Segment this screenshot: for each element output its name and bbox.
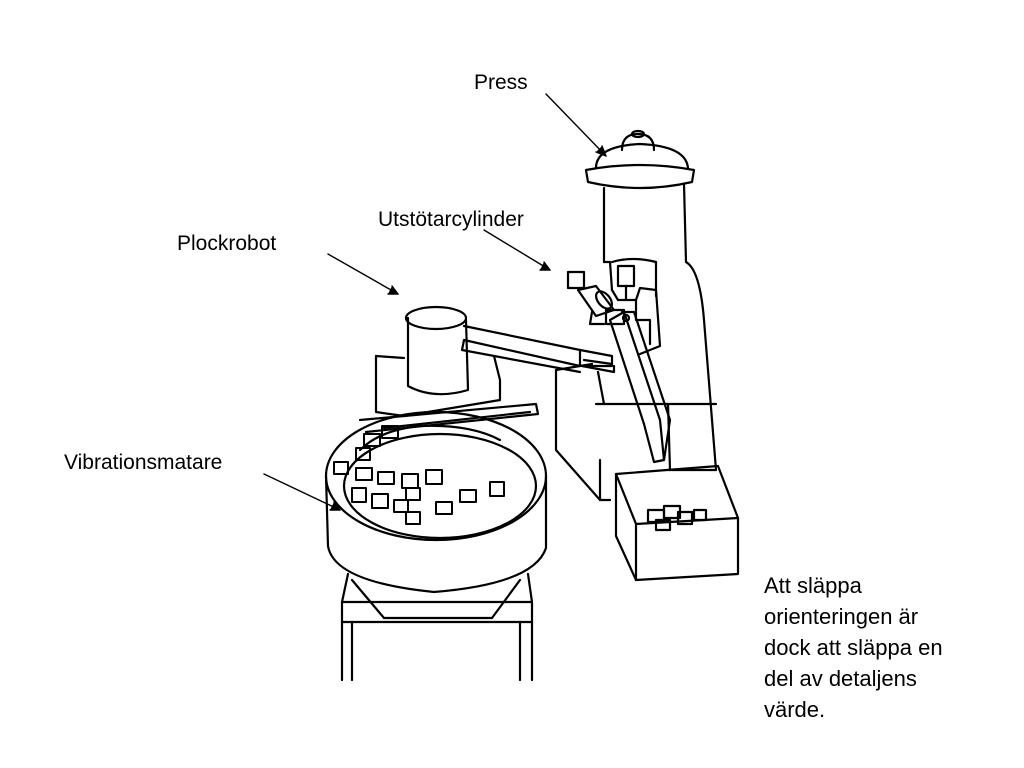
pick-robot (358, 305, 616, 434)
leader-arrows (263, 93, 607, 511)
press-arrow (545, 93, 607, 157)
vibration-feeder-label: Vibrationsmatare (64, 451, 223, 474)
ejector-cylinder-arrow (483, 229, 551, 271)
note-line: orienteringen är (764, 604, 919, 629)
note-line: värde. (764, 697, 826, 722)
vibration-feeder (324, 410, 548, 682)
ejector-cylinder-label: Utstötarcylinder (378, 208, 524, 231)
press-label: Press (474, 71, 528, 94)
explanatory-note: Att släppa orienteringen är dock att slä… (764, 570, 943, 725)
note-line: del av detaljens (764, 666, 917, 691)
chute-ramp (596, 310, 672, 464)
note-line: dock att släppa en (764, 635, 943, 660)
collection-box (614, 464, 740, 582)
ejector-cylinder (566, 270, 626, 326)
press-machine (554, 129, 718, 502)
pick-robot-label: Plockrobot (177, 232, 277, 255)
pick-robot-arrow (327, 253, 399, 295)
vibration-feeder-arrow (263, 473, 341, 511)
note-line: Att släppa (764, 573, 862, 598)
